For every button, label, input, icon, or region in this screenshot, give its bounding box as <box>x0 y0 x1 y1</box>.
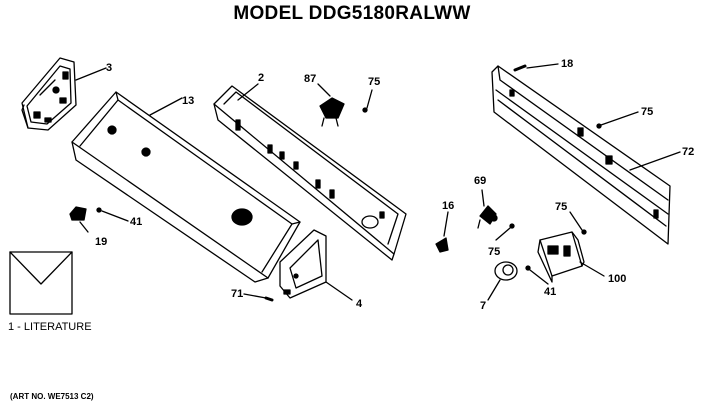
part-75-screw-lower <box>570 212 586 234</box>
part-100-timer <box>538 232 604 282</box>
label-part-41-left: 41 <box>130 216 143 228</box>
literature-caption: 1 - LITERATURE <box>8 321 92 333</box>
part-16-clip <box>436 212 448 252</box>
label-part-3: 3 <box>106 62 113 74</box>
label-part-75-right: 75 <box>641 106 654 118</box>
part-41-right <box>526 266 548 284</box>
model-title: MODEL DDG5180RALWW <box>233 3 471 24</box>
label-part-4: 4 <box>356 298 363 310</box>
label-part-16: 16 <box>442 200 455 212</box>
label-part-100: 100 <box>608 273 627 285</box>
part-2-panel-support <box>214 84 406 260</box>
part-13-control-panel <box>72 92 300 282</box>
part-4-end-cap <box>280 230 352 300</box>
literature-envelope-icon <box>10 252 72 314</box>
art-number: (ART NO. WE7513 C2) <box>10 392 94 401</box>
label-part-19: 19 <box>95 236 108 248</box>
part-75-screw-right <box>597 112 638 128</box>
label-part-18: 18 <box>561 58 574 70</box>
part-19-and-41-left <box>70 207 128 232</box>
part-75-screw-mid <box>496 224 514 240</box>
label-part-72: 72 <box>682 146 695 158</box>
label-part-2: 2 <box>258 72 265 84</box>
label-part-75-mid: 75 <box>488 246 501 258</box>
label-part-87: 87 <box>304 73 317 85</box>
part-18-screw <box>515 64 558 70</box>
label-part-41-right: 41 <box>544 286 557 298</box>
label-part-75-lower: 75 <box>555 201 568 213</box>
part-75-screw-top <box>363 90 372 112</box>
part-71-screw <box>244 294 272 300</box>
label-part-7: 7 <box>480 300 487 312</box>
label-part-71: 71 <box>231 288 244 300</box>
part-69-thermostat <box>478 190 497 228</box>
label-part-13: 13 <box>182 95 195 107</box>
label-part-69: 69 <box>474 175 487 187</box>
part-72-rear-panel <box>492 66 680 244</box>
part-87-switch <box>318 84 344 126</box>
label-part-75-top: 75 <box>368 76 381 88</box>
part-7-knob <box>488 262 517 300</box>
part-3-end-cap <box>22 58 106 130</box>
